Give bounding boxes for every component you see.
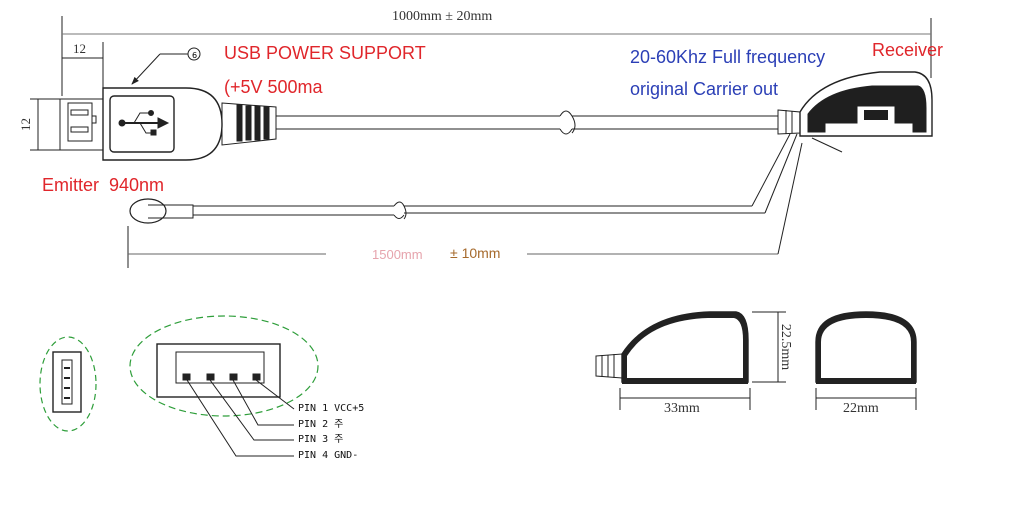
receiver-housing: [799, 71, 933, 137]
cable-break: [559, 110, 576, 134]
pin3-label: PIN 3 주: [298, 434, 344, 445]
receiver-height-label: 22.5mm: [778, 323, 794, 371]
pin4-leader: [186, 379, 294, 457]
emitter-head: [129, 198, 167, 224]
usb-symbol-square: [150, 129, 157, 136]
side-view-boot: [595, 353, 623, 379]
emitter-label: Emitter 940nm: [42, 175, 165, 195]
cable-break: [559, 128, 573, 135]
usb-contact: [70, 126, 89, 133]
overall-length-label: 1000mm ± 20mm: [392, 9, 493, 24]
usb-symbol-node: [148, 110, 154, 116]
usb-symbol-dot: [118, 119, 126, 127]
callout-number: 6: [192, 51, 197, 60]
usb-contact: [70, 109, 89, 116]
callout-arrow: [131, 53, 161, 85]
receiver-label: Receiver: [872, 40, 944, 60]
usb-contact-small: [91, 115, 97, 124]
pin1-contact: [182, 373, 191, 381]
emitter-cable-branch: [751, 133, 791, 207]
usb-plug-tip: [59, 98, 104, 151]
pin1-label: PIN 1 VCC+5: [298, 403, 365, 414]
receiver-cable-boot: [777, 109, 801, 135]
highlight-ellipse-large: [129, 315, 319, 417]
usb-symbol-arrow: [157, 117, 170, 129]
usb-symbol-branch-down: [139, 122, 152, 134]
emitter-sleeve: [148, 204, 194, 219]
usb-port-large-inner: [175, 351, 265, 384]
carrier-label-line1: 20-60Khz Full frequency: [630, 47, 826, 67]
pin2-leader: [232, 379, 294, 426]
receiver-width-label: 22mm: [843, 401, 879, 416]
highlight-ellipse-small: [39, 336, 97, 432]
pin2-label: PIN 2 주: [298, 419, 344, 430]
usb-symbol-branch-up: [133, 112, 150, 124]
emitter-dim-right-tick: [811, 137, 843, 153]
usb-port-large: [156, 343, 281, 398]
pin2-contact: [206, 373, 215, 381]
pin3-contact: [229, 373, 238, 381]
usb-port-tongue: [61, 359, 73, 405]
usb-port-front: [52, 351, 82, 413]
pin3-leader: [209, 379, 294, 441]
pin4-contact: [252, 373, 261, 381]
emitter-dim-right-ext: [777, 142, 803, 255]
emitter-tolerance-label: ± 10mm: [450, 245, 501, 261]
pin1-leader: [255, 379, 295, 410]
strain-relief-ribs: [236, 104, 270, 142]
plug-height-label: 12: [18, 118, 33, 131]
emitter-length-label: 1500mm: [372, 247, 423, 262]
pin4-label: PIN 4 GND-: [298, 450, 359, 461]
usb-power-spec-label: (+5V 500ma: [224, 77, 323, 97]
cable-break: [393, 214, 405, 219]
usb-plug-tip-inner: [67, 102, 93, 142]
receiver-length-label: 33mm: [664, 401, 700, 416]
carrier-label-line2: original Carrier out: [630, 79, 779, 99]
emitter-cable-branch: [764, 133, 798, 214]
plug-width-label: 12: [73, 41, 86, 56]
usb-power-label: USB POWER SUPPORT: [224, 43, 426, 63]
usb-symbol-frame: [109, 95, 175, 153]
